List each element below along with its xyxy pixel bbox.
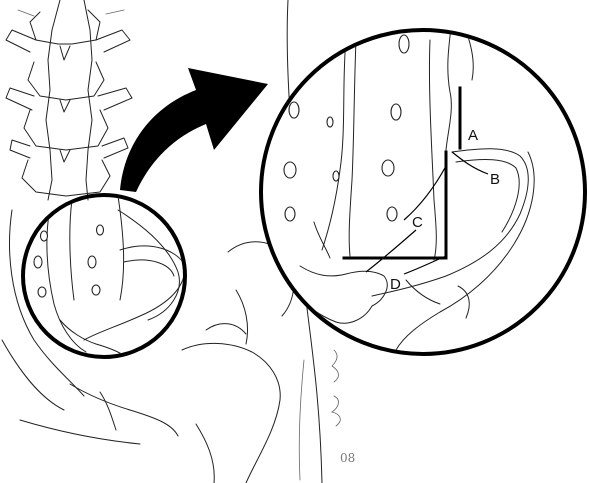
artist-signature: 08 xyxy=(332,350,355,465)
label-d: D xyxy=(390,276,401,293)
small-magnifier-circle xyxy=(23,195,185,358)
label-c: C xyxy=(412,214,423,231)
large-magnifier-circle xyxy=(261,20,585,354)
signature-year: 08 xyxy=(340,451,355,465)
lumbar-spine-sketch xyxy=(6,0,132,200)
sacrum-pelvis-sketch xyxy=(2,210,294,483)
label-a: A xyxy=(468,127,478,144)
label-b: B xyxy=(490,171,500,188)
curved-arrow xyxy=(120,68,268,192)
